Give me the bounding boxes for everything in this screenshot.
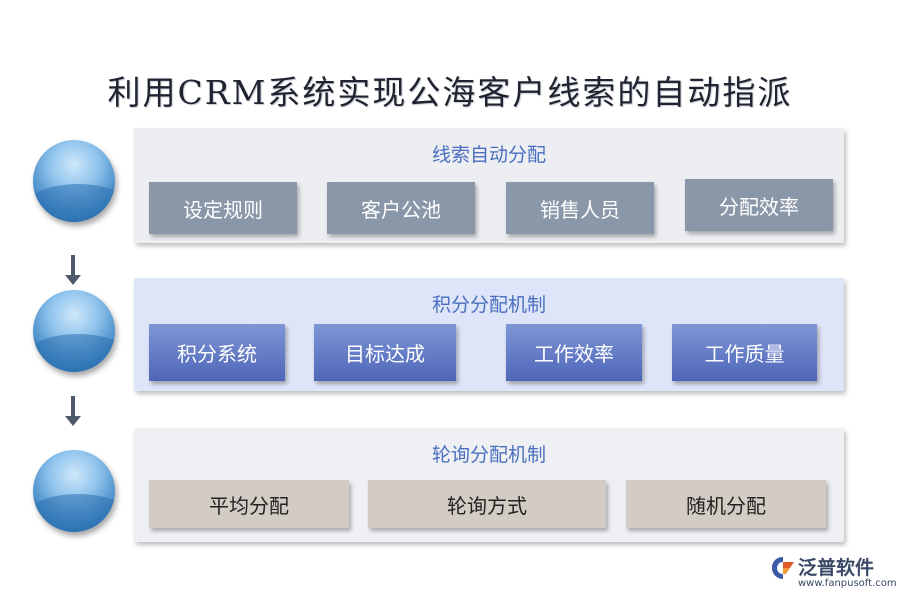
- item-box: 设定规则: [149, 182, 297, 234]
- brand-name: 泛普软件: [798, 557, 875, 579]
- brand-url: www.fanpusoft.com: [798, 578, 897, 589]
- sphere-icon: [33, 290, 115, 372]
- item-box: 工作效率: [506, 324, 642, 381]
- page-title: 利用CRM系统实现公海客户线索的自动指派: [107, 73, 793, 112]
- sphere-icon: [33, 450, 115, 532]
- section-heading: 线索自动分配: [431, 144, 546, 166]
- item-box: 客户公池: [327, 182, 475, 234]
- item-box: 分配效率: [685, 179, 833, 231]
- brand-logo: 泛普软件 www.fanpusoft.com: [770, 553, 897, 593]
- item-box: 销售人员: [506, 182, 654, 234]
- item-box: 工作质量: [672, 324, 817, 381]
- item-box: 轮询方式: [368, 480, 606, 528]
- section-round-robin: 轮询分配机制 平均分配 轮询方式 随机分配: [134, 428, 844, 542]
- item-box: 积分系统: [149, 324, 285, 381]
- brand-logo-icon: [772, 557, 794, 579]
- section-points-assign: 积分分配机制 积分系统 目标达成 工作效率 工作质量: [134, 278, 844, 391]
- item-box: 平均分配: [149, 480, 349, 528]
- sphere-icon: [33, 140, 115, 222]
- section-auto-assign: 线索自动分配 设定规则 客户公池 销售人员 分配效率: [134, 128, 844, 243]
- section-heading: 积分分配机制: [431, 294, 546, 316]
- item-box: 目标达成: [314, 324, 456, 381]
- section-heading: 轮询分配机制: [431, 444, 546, 466]
- item-box: 随机分配: [626, 480, 826, 528]
